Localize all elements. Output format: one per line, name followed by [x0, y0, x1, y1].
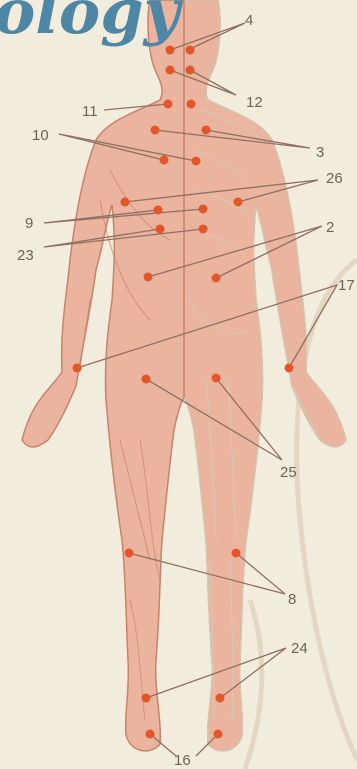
point-11-left[interactable] — [164, 100, 173, 109]
title-fragment: ology — [0, 0, 184, 48]
point-24-right[interactable] — [216, 694, 225, 703]
label-3: 3 — [316, 144, 324, 161]
label-25: 25 — [280, 464, 297, 481]
human-body-figure — [22, 0, 346, 751]
point-17-left[interactable] — [73, 364, 82, 373]
label-23: 23 — [17, 247, 34, 264]
point-8-right[interactable] — [232, 549, 241, 558]
point-12-right[interactable] — [186, 66, 195, 75]
point-26-left[interactable] — [121, 198, 130, 207]
label-9: 9 — [25, 215, 33, 232]
point-23-right[interactable] — [199, 225, 208, 234]
label-17: 17 — [338, 277, 355, 294]
label-12: 12 — [246, 94, 263, 111]
point-2-right[interactable] — [212, 274, 221, 283]
point-2-left[interactable] — [144, 273, 153, 282]
point-17-right[interactable] — [285, 364, 294, 373]
label-26: 26 — [326, 170, 343, 187]
label-11: 11 — [82, 103, 98, 120]
point-10-left[interactable] — [160, 156, 169, 165]
label-2: 2 — [326, 219, 334, 236]
label-24: 24 — [291, 640, 308, 657]
point-16-left[interactable] — [146, 730, 155, 739]
point-9-right[interactable] — [199, 205, 208, 214]
point-3-left[interactable] — [151, 126, 160, 135]
label-4: 4 — [245, 12, 253, 29]
point-25-left[interactable] — [142, 375, 151, 384]
point-12-left[interactable] — [166, 66, 175, 75]
point-11-right[interactable] — [187, 100, 196, 109]
point-9-left[interactable] — [154, 206, 163, 215]
label-8: 8 — [288, 591, 296, 608]
point-23-left[interactable] — [156, 225, 165, 234]
point-4-right[interactable] — [186, 46, 195, 55]
label-16: 16 — [174, 752, 191, 769]
point-10-right[interactable] — [192, 157, 201, 166]
point-4-left[interactable] — [166, 46, 175, 55]
point-16-right[interactable] — [214, 730, 223, 739]
label-10: 10 — [32, 127, 49, 144]
point-25-right[interactable] — [212, 374, 221, 383]
point-24-left[interactable] — [142, 694, 151, 703]
body-silhouette-muscle — [22, 0, 184, 751]
point-8-left[interactable] — [125, 549, 134, 558]
point-3-right[interactable] — [202, 126, 211, 135]
point-26-right[interactable] — [234, 198, 243, 207]
